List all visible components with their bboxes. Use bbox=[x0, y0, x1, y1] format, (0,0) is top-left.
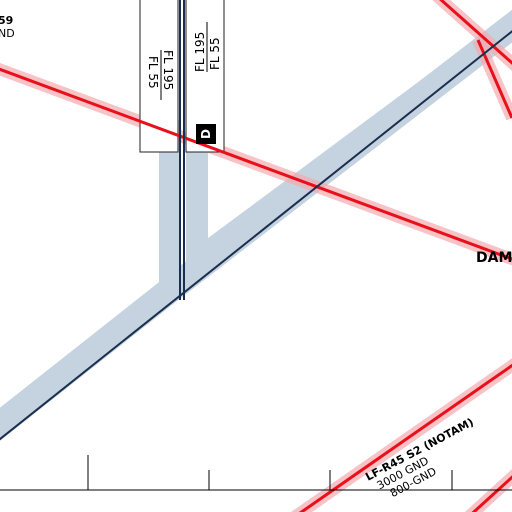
airway-band-vertical-right bbox=[186, 12, 512, 282]
restricted-line-upper bbox=[0, 67, 512, 261]
scale-bar bbox=[0, 455, 512, 491]
restricted-line-lower bbox=[298, 363, 512, 512]
top-left-code-label: 59 bbox=[0, 14, 13, 27]
airway-b-lower-limit: FL 55 bbox=[208, 37, 222, 70]
waypoint-label[interactable]: DAM bbox=[476, 250, 512, 266]
top-left-sub-label: ND bbox=[0, 27, 15, 40]
restricted-band-lower-2 bbox=[464, 469, 512, 512]
airway-box-left bbox=[139, 0, 179, 153]
airway-a-lower-limit: FL 55 bbox=[146, 56, 160, 89]
airway-centerline-diagonal bbox=[0, 30, 512, 441]
airway-b-upper-limit: FL 195 bbox=[193, 32, 207, 72]
airway-badge-box bbox=[196, 124, 216, 144]
airway-a-limits: FL 195 FL 55 bbox=[146, 50, 175, 100]
restricted-line-top-right-a bbox=[438, 0, 512, 65]
airway-a-upper-limit: FL 195 bbox=[161, 50, 175, 90]
airway-badge-label: D bbox=[199, 129, 213, 139]
airway-centerlines bbox=[0, 0, 512, 441]
airway-b-limits: FL 195 FL 55 bbox=[193, 22, 222, 72]
